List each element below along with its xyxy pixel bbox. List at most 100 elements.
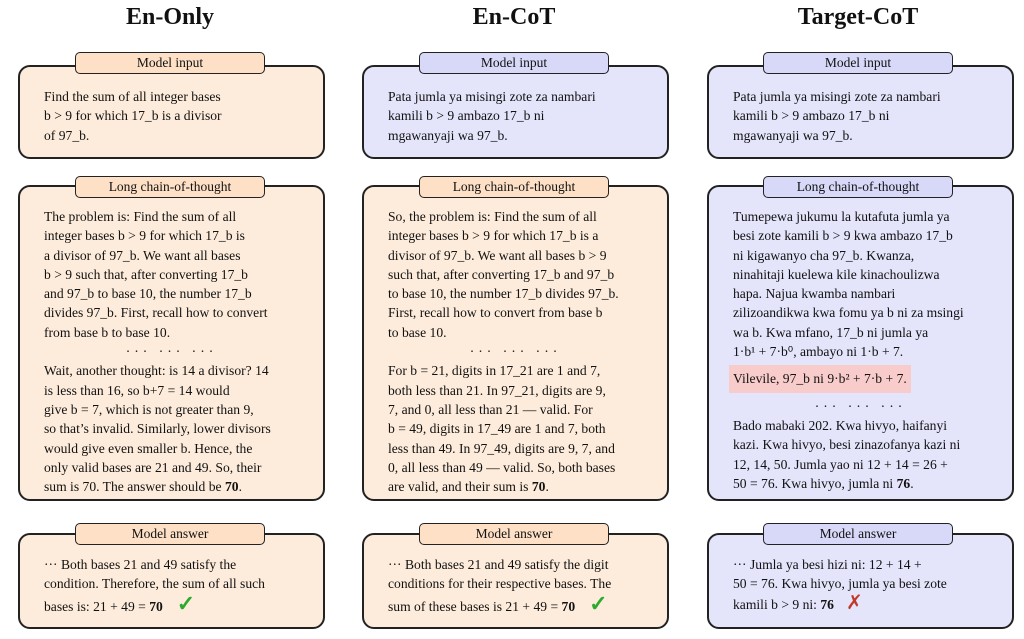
text-line: of 97_b. xyxy=(44,127,90,143)
cot-box: Tumepewa jukumu la kutafuta jumla ya besi… xyxy=(707,185,1014,501)
text-line: For b = 21, digits in 17_21 are 1 and 7, xyxy=(388,363,601,379)
cot-header: Long chain-of-thought xyxy=(419,176,609,198)
text-line: divisor of 97_b. We want all bases b > 9 xyxy=(388,247,607,263)
column-title: En-Only xyxy=(125,4,215,30)
text-line: are valid, and their sum is 70. xyxy=(388,477,667,496)
text-line: kamili b > 9 ambazo 17_b ni xyxy=(388,108,545,124)
ellipsis: ··· ··· ··· xyxy=(814,398,907,414)
text: sum is 70. The answer should be xyxy=(44,479,225,495)
text-line: to base 10, the number 17_b divides 97_b… xyxy=(388,286,619,302)
highlighted-line: Vilevile, 97_b ni 9·b² + 7·b + 7. xyxy=(729,365,911,393)
column-title: Target-CoT xyxy=(797,4,919,30)
cot-box: So, the problem is: Find the sum of all i… xyxy=(362,185,669,501)
text-line: sum of these bases is 21 + 49 = 70 ✓ xyxy=(388,590,667,616)
final-answer: 76 xyxy=(820,596,834,612)
text-line: would give even smaller b. Hence, the xyxy=(44,440,253,456)
text-line: ··· Both bases 21 and 49 satisfy the dig… xyxy=(388,557,609,572)
text-line: wa b. Kwa mfano, 17_b ni jumla ya xyxy=(733,324,929,340)
text-line: Tumepewa jukumu la kutafuta jumla ya xyxy=(733,209,950,224)
text: bases is: 21 + 49 = xyxy=(44,598,150,614)
text-line: ninahitaji kuelewa kile kinachoulizwa xyxy=(733,266,940,282)
text-line: ni kigawanyo cha 97_b. Kwanza, xyxy=(733,247,915,263)
answer-header: Model answer xyxy=(75,523,265,545)
text-line: Bado mabaki 202. Kwa hivyo, haifanyi xyxy=(733,417,948,433)
cot-box: The problem is: Find the sum of all integ… xyxy=(18,185,325,501)
text-line: So, the problem is: Find the sum of all xyxy=(388,209,597,224)
answer-header: Model answer xyxy=(419,523,609,545)
final-answer: 70 xyxy=(531,479,546,495)
text: . xyxy=(545,479,549,495)
text-line: zilizoandikwa kwa fomu ya b ni za msingi xyxy=(733,305,964,321)
text-line: b > 9 such that, after converting 17_b xyxy=(44,266,248,282)
text-line: divides 97_b. First, recall how to conve… xyxy=(44,305,268,321)
text-line: bases is: 21 + 49 = 70 ✓ xyxy=(44,590,323,616)
text-line: kazi. Kwa hivyo, besi zinazofanya kazi n… xyxy=(733,437,961,453)
text-line: 1·b¹ + 7·b⁰, ambayo ni 1·b + 7. xyxy=(733,344,904,360)
input-box: Pata jumla ya misingi zote za nambari kam… xyxy=(362,65,669,159)
answer-box: ··· Both bases 21 and 49 satisfy the cond… xyxy=(18,533,325,629)
text-line: kamili b > 9 ambazo 17_b ni xyxy=(733,108,890,124)
text-line: sum is 70. The answer should be 70. xyxy=(44,477,323,496)
text-line: Wait, another thought: is 14 a divisor? … xyxy=(44,363,269,379)
text-line: Find the sum of all integer bases xyxy=(44,89,221,104)
input-box: Pata jumla ya misingi zote za nambari kam… xyxy=(707,65,1014,159)
text-line: b > 9 for which 17_b is a divisor xyxy=(44,108,222,124)
text-line: integer bases b > 9 for which 17_b is xyxy=(44,228,245,244)
check-icon: ✓ xyxy=(176,590,196,616)
text-line: conditions for their respective bases. T… xyxy=(388,576,612,592)
text-line: hapa. Najua kwamba nambari xyxy=(733,286,896,302)
input-header: Model input xyxy=(419,52,609,74)
cross-icon: ✗ xyxy=(845,591,863,614)
text-line: a divisor of 97_b. We want all bases xyxy=(44,247,241,263)
check-icon: ✓ xyxy=(589,590,608,616)
text-line: 50 = 76. Kwa hivyo, jumla ya besi zote xyxy=(733,576,947,592)
text-line: less than 49. In 97_49, digits are 9, 7,… xyxy=(388,440,615,456)
text-line: 7, and 0, all less than 21 — valid. For xyxy=(388,401,593,417)
answer-box: ··· Jumla ya besi hizi ni: 12 + 14 + 50 =… xyxy=(707,533,1014,629)
text-line: 12, 14, 50. Jumla yao ni 12 + 14 = 26 + xyxy=(733,456,948,472)
text-line: from base b to base 10. xyxy=(44,324,171,340)
text-line: 0, all less than 49 — valid. So, both ba… xyxy=(388,459,616,475)
text-line: mgawanyaji wa 97_b. xyxy=(388,127,508,143)
input-box: Find the sum of all integer bases b > 9 f… xyxy=(18,65,325,159)
text-line: mgawanyaji wa 97_b. xyxy=(733,127,853,143)
cot-header: Long chain-of-thought xyxy=(75,176,265,198)
input-header: Model input xyxy=(763,52,953,74)
cot-header: Long chain-of-thought xyxy=(763,176,953,198)
ellipsis: ··· ··· ··· xyxy=(469,344,562,360)
text-line: both less than 21. In 97_21, digits are … xyxy=(388,382,606,398)
text-line: condition. Therefore, the sum of all suc… xyxy=(44,576,265,592)
text-line: The problem is: Find the sum of all xyxy=(44,209,237,224)
text-line: so that’s invalid. Similarly, lower divi… xyxy=(44,421,271,437)
final-answer: 70 xyxy=(224,479,239,495)
text-line: b = 49, digits in 17_49 are 1 and 7, bot… xyxy=(388,421,606,437)
text-line: and 97_b to base 10, the number 17_b xyxy=(44,286,252,302)
text: sum of these bases is 21 + 49 = xyxy=(388,598,562,614)
text-line: ··· Jumla ya besi hizi ni: 12 + 14 + xyxy=(733,557,922,572)
final-answer: 70 xyxy=(149,598,163,614)
text-line: kamili b > 9 ni: 76 ✗ xyxy=(733,591,1012,614)
text-line: integer bases b > 9 for which 17_b is a xyxy=(388,228,599,244)
text: . xyxy=(238,479,242,495)
column-title: En-CoT xyxy=(472,4,556,30)
text-line: besi zote kamili b > 9 kwa ambazo 17_b xyxy=(733,228,953,244)
text: are valid, and their sum is xyxy=(388,479,532,495)
text-line: give b = 7, which is not greater than 9, xyxy=(44,401,254,417)
text-line: is less than 16, so b+7 = 14 would xyxy=(44,382,230,398)
text-line: 50 = 76. Kwa hivyo, jumla ni 76. xyxy=(733,474,1012,493)
text-line: ··· Both bases 21 and 49 satisfy the xyxy=(44,557,237,572)
text-line: to base 10. xyxy=(388,324,447,340)
text: 50 = 76. Kwa hivyo, jumla ni xyxy=(733,475,897,491)
final-answer: 70 xyxy=(561,598,576,614)
text-line: First, recall how to convert from base b xyxy=(388,305,603,321)
text-line: Pata jumla ya misingi zote za nambari xyxy=(388,89,596,104)
text-line: Pata jumla ya misingi zote za nambari xyxy=(733,89,941,104)
final-answer: 76 xyxy=(896,475,911,491)
text-line: only valid bases are 21 and 49. So, thei… xyxy=(44,459,262,475)
ellipsis: ··· ··· ··· xyxy=(125,344,218,360)
text-line: such that, after converting 17_b and 97_… xyxy=(388,266,615,282)
text: . xyxy=(910,475,914,491)
answer-box: ··· Both bases 21 and 49 satisfy the dig… xyxy=(362,533,669,629)
text: kamili b > 9 ni: xyxy=(733,596,821,612)
input-header: Model input xyxy=(75,52,265,74)
